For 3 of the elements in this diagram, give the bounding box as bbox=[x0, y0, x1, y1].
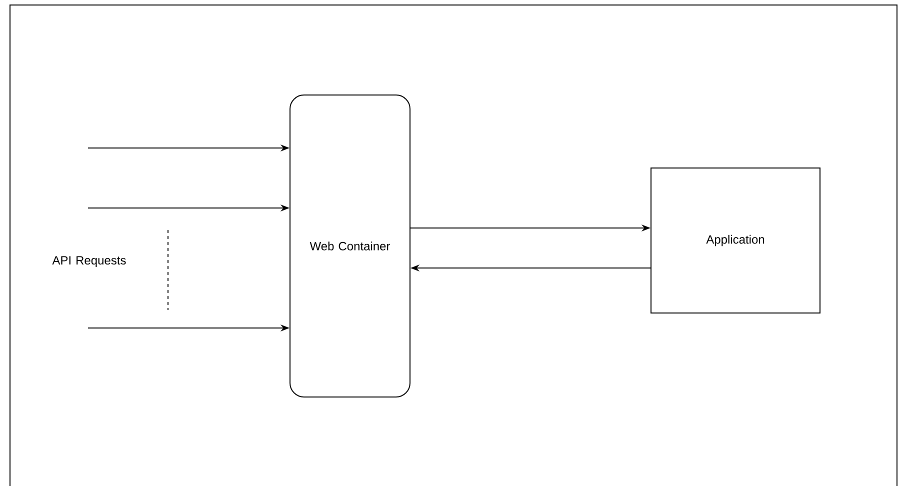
container-box: Web Container bbox=[290, 94, 410, 398]
side-label: API Requests bbox=[52, 256, 126, 267]
process-box: Application bbox=[650, 168, 820, 314]
